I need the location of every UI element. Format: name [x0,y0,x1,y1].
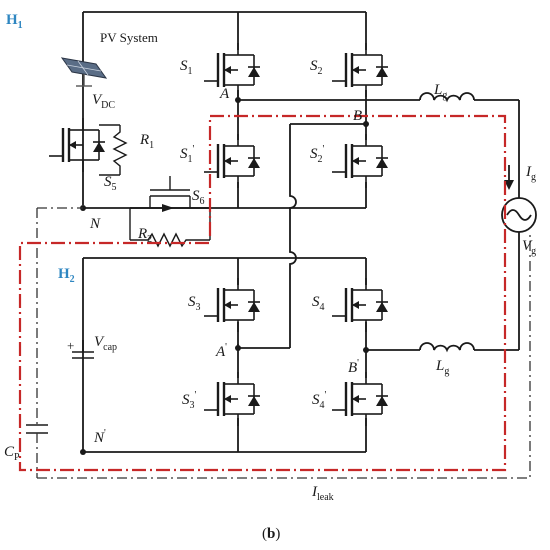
lg-bottom-label: Lg [435,358,449,377]
s5-label: S5 [104,174,117,193]
switch-s4-prime [330,370,390,428]
r1-label: R1 [139,132,154,151]
h1-label: H1 [6,12,23,31]
switch-s2-prime [330,132,390,190]
switch-s2 [330,41,390,99]
node-b-label: B [353,108,362,124]
s4-prime-label: S4' [312,390,327,411]
vdc-label: VDC [92,92,115,111]
switch-s5 [47,116,107,174]
node-a-prime-label: A' [215,342,227,360]
cp-label: CP [4,444,20,463]
s2-prime-label: S2' [310,144,325,165]
s3-label: S3 [188,294,201,313]
inductor-lg-bottom [419,342,475,353]
pv-system-label: PV System [100,30,158,45]
switch-s3-prime [202,370,262,428]
switch-s1 [202,41,262,99]
switch-s4 [330,276,390,334]
s1-label: S1 [180,58,193,77]
h2-label: H2 [58,266,75,285]
ig-label: Ig [525,164,536,183]
r2-label: R2 [137,226,152,245]
node-a-label: A [219,86,230,102]
leakage-path-black [37,207,531,479]
node-b-prime-label: B' [348,358,359,376]
lg-top-label: Lg [433,82,447,101]
circuit-wires [72,11,520,453]
ileak-label: Ileak [311,484,334,503]
plus-sign: + [67,338,74,353]
s3-prime-label: S3' [182,390,197,411]
inductor-lg-top [419,92,475,103]
resistor-r1 [99,124,128,176]
vg-label: Vg [522,238,536,257]
node-n-label: N [89,216,101,232]
s4-label: S4 [312,294,325,313]
capacitor-cp [26,208,48,478]
s1-prime-label: S1' [180,144,195,165]
figure-caption: (b) [262,526,280,542]
labels: H1 PV System VDC R1 S5 S1 S2 A B S1' S2'… [4,12,536,542]
switch-s1-prime [202,132,262,190]
solar-panel-icon [60,57,108,87]
node-n-prime-label: N' [93,428,106,446]
s2-label: S2 [310,58,323,77]
s6-label: S6 [192,188,205,207]
switch-s3 [202,276,262,334]
switch-s6 [130,176,210,212]
vcap-label: Vcap [94,334,117,353]
grid-current-arrow-icon [504,165,514,190]
grid-source-icon [501,197,537,233]
leakage-path-red [18,114,507,472]
